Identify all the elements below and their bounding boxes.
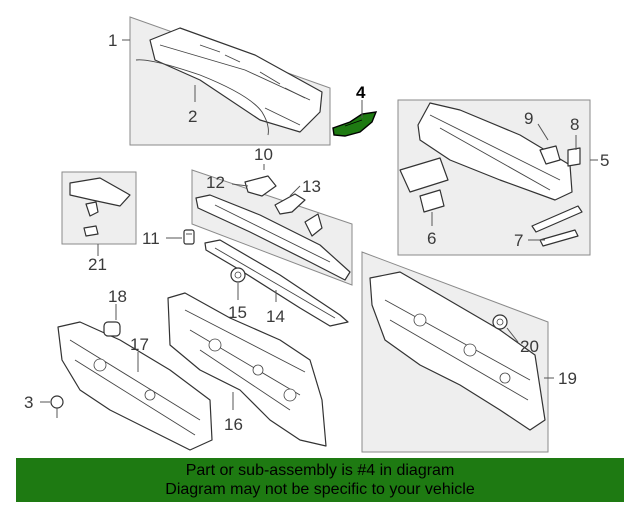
callout-14: 14 <box>266 307 285 326</box>
callout-21: 21 <box>88 255 107 274</box>
callout-16: 16 <box>224 415 243 434</box>
cowl-assembly <box>399 102 583 247</box>
callout-19: 19 <box>558 369 577 388</box>
callout-12: 12 <box>206 173 225 192</box>
dash-insulator-outer <box>369 271 546 431</box>
callout-8: 8 <box>570 115 579 134</box>
callout-20: 20 <box>520 337 539 356</box>
cowl-inner-panel <box>195 175 351 281</box>
callout-17: 17 <box>130 335 149 354</box>
notice-banner: Part or sub-assembly is #4 in diagram Di… <box>16 458 624 502</box>
callout-15: 15 <box>228 303 247 322</box>
insulator-kit <box>69 177 131 237</box>
callout-5: 5 <box>600 151 609 170</box>
callout-10: 10 <box>254 145 273 164</box>
banner-line-1: Part or sub-assembly is #4 in diagram <box>185 462 455 479</box>
part-4-bracket <box>332 111 378 137</box>
dash-panel <box>167 292 327 447</box>
callout-4-highlighted: 4 <box>356 83 366 102</box>
dash-insulator <box>57 321 213 451</box>
callout-3: 3 <box>24 393 33 412</box>
part-15-grommet <box>230 267 246 283</box>
parts-diagram: 1 2 4 5 6 7 8 9 10 12 13 11 14 15 16 17 … <box>24 16 609 453</box>
part-11-bolt <box>183 229 195 245</box>
callout-9: 9 <box>524 109 533 128</box>
part-20-grommet <box>492 314 508 330</box>
cowl-lower-strip <box>204 239 349 327</box>
callout-13: 13 <box>302 177 321 196</box>
callout-18: 18 <box>108 287 127 306</box>
callout-11: 11 <box>142 229 160 248</box>
cowl-seal <box>135 59 269 136</box>
part-3-pin <box>50 395 64 418</box>
leader-lines <box>40 39 598 410</box>
callout-6: 6 <box>427 229 436 248</box>
callout-2: 2 <box>188 107 197 126</box>
cowl-top-panel <box>149 27 323 133</box>
part-18-clip <box>103 321 121 337</box>
callout-7: 7 <box>514 231 523 250</box>
banner-line-2: Diagram may not be specific to your vehi… <box>165 481 475 498</box>
callout-1: 1 <box>108 31 117 50</box>
